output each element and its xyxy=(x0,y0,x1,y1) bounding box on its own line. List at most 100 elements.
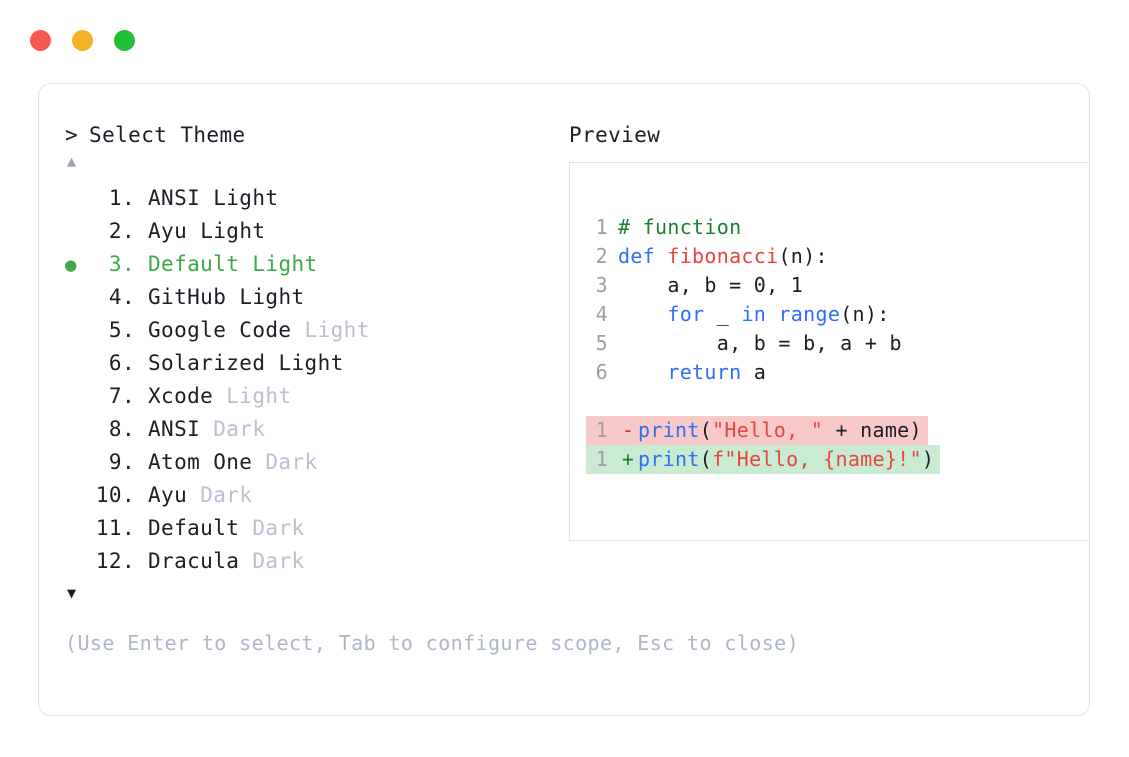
diff-line-text: print("Hello, " + name) xyxy=(638,416,928,445)
diff-line-text: print(f"Hello, {name}!") xyxy=(638,445,940,474)
code-line-text: a, b = 0, 1 xyxy=(618,271,803,300)
line-number: 1 xyxy=(595,418,608,442)
diff-sign: + xyxy=(621,447,635,471)
theme-list-item[interactable]: 8. ANSI Dark xyxy=(65,413,551,446)
theme-item-number: 2. xyxy=(95,219,135,243)
theme-list-item[interactable]: 10.Ayu Dark xyxy=(65,479,551,512)
line-number: 3 xyxy=(595,273,608,297)
scroll-up-arrow-icon[interactable]: ▲ xyxy=(67,152,77,170)
code-token: _ xyxy=(704,302,742,326)
window-traffic-lights xyxy=(30,30,135,51)
theme-item-variant: Dark xyxy=(265,450,318,474)
theme-item-variant: Light xyxy=(278,351,344,375)
theme-item-number: 1. xyxy=(95,186,135,210)
code-token xyxy=(618,302,667,326)
theme-item-variant: Light xyxy=(239,285,305,309)
diff-block: 1-print("Hello, " + name)1+print(f"Hello… xyxy=(586,416,1089,474)
code-line: 1# function xyxy=(586,213,1089,242)
code-line-text: for _ in range(n): xyxy=(618,300,890,329)
code-line-text: def fibonacci(n): xyxy=(618,242,828,271)
keyboard-hint: (Use Enter to select, Tab to configure s… xyxy=(65,631,800,655)
minimize-button[interactable] xyxy=(72,30,93,51)
selected-bullet-icon: ● xyxy=(65,254,77,276)
theme-list-item[interactable]: 1.ANSI Light xyxy=(65,182,551,215)
code-token: + name) xyxy=(823,418,922,442)
code-line: 3 a, b = 0, 1 xyxy=(586,271,1089,300)
theme-item-number: 3. xyxy=(95,252,135,276)
theme-item-name: Default Light xyxy=(148,252,318,276)
theme-list-item[interactable]: 7. Xcode Light xyxy=(65,380,551,413)
theme-item-name: Ayu Light xyxy=(148,219,266,243)
scroll-down-arrow-icon[interactable]: ▼ xyxy=(67,584,77,602)
theme-item-number: 11. xyxy=(95,516,135,540)
theme-item-number: 7. xyxy=(95,384,135,408)
code-token: for xyxy=(667,302,705,326)
theme-list-item[interactable]: 2. Ayu Light xyxy=(65,215,551,248)
theme-item-number: 12. xyxy=(95,549,135,573)
code-token: "Hello, " xyxy=(712,418,824,442)
code-token: print xyxy=(638,418,700,442)
code-token: print xyxy=(638,447,700,471)
page-title: Select Theme xyxy=(89,123,246,147)
theme-item-number: 9. xyxy=(95,450,135,474)
code-token: fibonacci xyxy=(667,244,779,268)
code-token: a xyxy=(741,360,767,384)
theme-item-name: Ayu Dark xyxy=(148,483,253,507)
theme-item-number: 8. xyxy=(95,417,135,441)
theme-list-item[interactable]: 9. Atom One Dark xyxy=(65,446,551,479)
code-token: a, b = 0, 1 xyxy=(618,273,804,297)
code-token: a, b = b, a + b xyxy=(618,331,902,355)
code-token: # function xyxy=(618,215,742,239)
code-line-text: a, b = b, a + b xyxy=(618,329,902,358)
preview-label: Preview xyxy=(569,123,661,147)
line-number: 2 xyxy=(595,244,608,268)
code-token: ) xyxy=(921,447,935,471)
line-number: 6 xyxy=(595,360,608,384)
code-line: 4 for _ in range(n): xyxy=(586,300,1089,329)
code-token: return xyxy=(667,360,742,384)
theme-item-name: Atom One Dark xyxy=(148,450,318,474)
diff-line-added: 1 +print(f"Hello, {name}!") xyxy=(586,445,941,474)
code-line: 6 return a xyxy=(586,358,1089,387)
theme-item-variant: Dark xyxy=(252,549,305,573)
code-token: (n): xyxy=(778,244,828,268)
line-number: 5 xyxy=(595,331,608,355)
theme-list-item[interactable]: 6.Solarized Light xyxy=(65,347,551,380)
code-line-text: # function xyxy=(618,213,741,242)
theme-item-number: 6. xyxy=(95,351,135,375)
theme-item-name: ANSI Dark xyxy=(148,417,266,441)
theme-item-variant: Light xyxy=(226,384,292,408)
theme-list-item[interactable]: ● 3. Default Light xyxy=(65,248,551,281)
code-token: def xyxy=(618,244,668,268)
theme-item-variant: Light xyxy=(200,219,266,243)
theme-item-name: Dracula Dark xyxy=(148,549,305,573)
theme-list-item[interactable]: 11.Default Dark xyxy=(65,512,551,545)
code-token xyxy=(618,360,667,384)
code-line: 2 def fibonacci(n): xyxy=(586,242,1089,271)
theme-list-item[interactable]: 5.Google Code Light xyxy=(65,314,551,347)
theme-list-item[interactable]: 4.GitHub Light xyxy=(65,281,551,314)
theme-item-name: Xcode Light xyxy=(148,384,292,408)
maximize-button[interactable] xyxy=(114,30,135,51)
theme-item-name: GitHub Light xyxy=(148,285,305,309)
diff-line-removed: 1-print("Hello, " + name) xyxy=(586,416,928,445)
code-token: ( xyxy=(699,447,713,471)
code-token: ( xyxy=(699,418,713,442)
prompt-caret-icon: > xyxy=(65,123,79,147)
close-button[interactable] xyxy=(30,30,51,51)
code-token xyxy=(766,302,778,326)
theme-list-item[interactable]: 12. Dracula Dark xyxy=(65,545,551,578)
theme-list-pane: > Select Theme ▲ 1.ANSI Light 2. Ayu Ligh… xyxy=(65,120,551,604)
line-number: 1 xyxy=(595,447,608,471)
theme-list: 1.ANSI Light 2. Ayu Light ● 3. Default Ligh… xyxy=(65,182,551,578)
theme-item-name: Google Code Light xyxy=(148,318,370,342)
card-content: > Select Theme ▲ 1.ANSI Light 2. Ayu Ligh… xyxy=(39,84,1090,715)
theme-item-variant: Dark xyxy=(252,516,305,540)
code-line-text: return a xyxy=(618,358,766,387)
diff-sign: - xyxy=(621,418,635,442)
prompt-row: > Select Theme xyxy=(65,120,551,150)
